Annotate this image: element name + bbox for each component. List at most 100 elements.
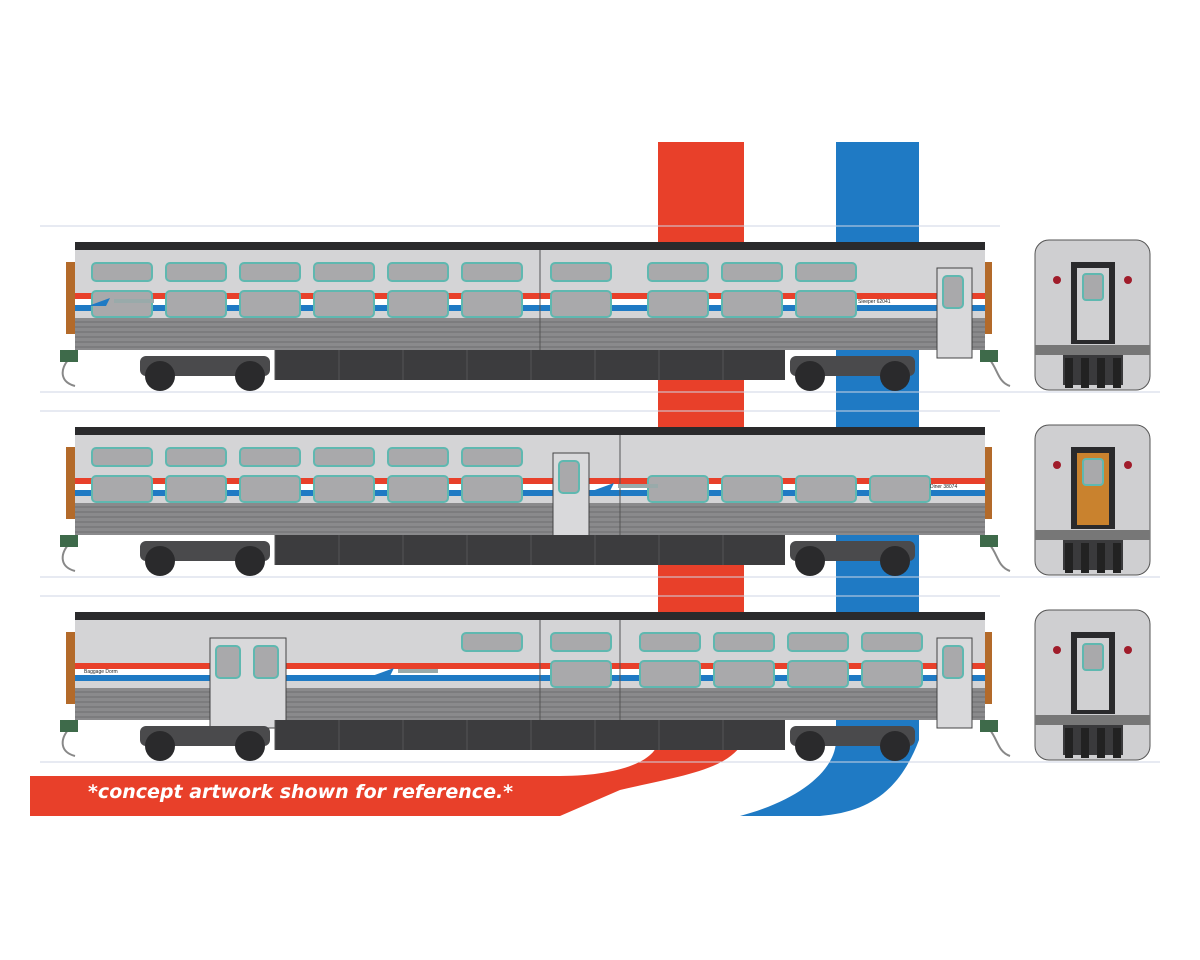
car-end-left xyxy=(66,262,75,334)
upper-window xyxy=(387,447,449,467)
end-skirt xyxy=(1035,715,1150,725)
lower-window xyxy=(91,290,153,318)
lower-skirt xyxy=(75,503,985,535)
upper-window xyxy=(313,262,375,282)
door-window xyxy=(215,645,241,679)
lower-window xyxy=(461,475,523,503)
car-end-right xyxy=(983,262,992,334)
disclaimer-text: *concept artwork shown for reference.* xyxy=(88,781,513,803)
end-view-baggage-dorm xyxy=(1034,609,1151,761)
upper-window xyxy=(239,262,301,282)
upper-window xyxy=(165,262,227,282)
red-stripe xyxy=(75,663,985,669)
upper-window xyxy=(91,262,153,282)
roof xyxy=(75,427,985,435)
end-light-left xyxy=(1053,646,1061,654)
car-name-label: Baggage Dorm xyxy=(84,669,118,675)
lower-window xyxy=(795,475,857,503)
coupler-left xyxy=(61,729,76,757)
upper-window xyxy=(787,632,849,652)
upper-window xyxy=(795,262,857,282)
red-stripe xyxy=(75,293,985,299)
lower-window xyxy=(313,290,375,318)
amtrak-wordmark xyxy=(618,484,658,488)
end-wheel xyxy=(1113,358,1121,388)
coupler-right xyxy=(989,729,1011,757)
lower-window xyxy=(647,290,709,318)
end-light-right xyxy=(1124,461,1132,469)
blue-stripe xyxy=(75,305,985,311)
end-light-right xyxy=(1124,276,1132,284)
end-wheel xyxy=(1065,728,1073,758)
end-view-diner xyxy=(1034,424,1151,576)
roof xyxy=(75,242,985,250)
end-wheel xyxy=(1097,358,1105,388)
wheel xyxy=(235,546,265,576)
step-right xyxy=(980,720,998,732)
coupler-right xyxy=(989,359,1011,387)
end-wheel xyxy=(1081,543,1089,573)
upper-window xyxy=(647,262,709,282)
upper-window xyxy=(91,447,153,467)
lower-window xyxy=(387,475,449,503)
lower-window xyxy=(639,660,701,688)
upper-window xyxy=(550,262,612,282)
white-stripe xyxy=(75,669,985,675)
car-end-right xyxy=(983,632,992,704)
coupler-left xyxy=(61,544,76,572)
lower-window xyxy=(721,475,783,503)
lower-window xyxy=(713,660,775,688)
lower-window xyxy=(787,660,849,688)
end-light-left xyxy=(1053,461,1061,469)
end-skirt xyxy=(1035,530,1150,540)
step-right xyxy=(980,350,998,362)
upper-window xyxy=(639,632,701,652)
lower-skirt xyxy=(75,318,985,350)
car-baggage-dorm: Baggage Dorm xyxy=(40,595,1160,763)
coupler-right xyxy=(989,544,1011,572)
lower-window xyxy=(91,475,153,503)
end-wheel xyxy=(1097,543,1105,573)
door-window xyxy=(942,645,964,679)
lower-window xyxy=(861,660,923,688)
lower-window xyxy=(550,660,612,688)
wheel xyxy=(880,546,910,576)
upper-window xyxy=(387,262,449,282)
lower-window xyxy=(550,290,612,318)
amtrak-wordmark xyxy=(398,669,438,673)
wheel xyxy=(235,361,265,391)
upper-window xyxy=(313,447,375,467)
blue-stripe xyxy=(75,675,985,681)
wheel xyxy=(235,731,265,761)
door-window xyxy=(942,275,964,309)
step-left xyxy=(60,720,78,732)
upper-window xyxy=(713,632,775,652)
red-stripe xyxy=(75,478,985,484)
door-window xyxy=(558,460,580,494)
end-wheel xyxy=(1113,728,1121,758)
undercarriage xyxy=(275,720,785,750)
end-wheel xyxy=(1081,358,1089,388)
lower-window xyxy=(387,290,449,318)
lower-window xyxy=(165,290,227,318)
car-name-label: Sleeper 62041 xyxy=(858,299,891,305)
white-stripe xyxy=(75,299,985,305)
car-sleeper: Sleeper 62041 xyxy=(40,225,1160,393)
end-door-window xyxy=(1082,643,1104,671)
amtrak-logo-icon xyxy=(88,298,110,306)
lower-window xyxy=(165,475,227,503)
coupler-left xyxy=(61,359,76,387)
undercarriage xyxy=(275,350,785,380)
end-door-window xyxy=(1082,273,1104,301)
step-left xyxy=(60,350,78,362)
wheel xyxy=(145,731,175,761)
car-end-left xyxy=(66,447,75,519)
door-window xyxy=(253,645,279,679)
roof xyxy=(75,612,985,620)
end-light-left xyxy=(1053,276,1061,284)
car-end-right xyxy=(983,447,992,519)
end-light-right xyxy=(1124,646,1132,654)
lower-window xyxy=(795,290,857,318)
lower-window xyxy=(239,290,301,318)
car-name-label: Diner 38074 xyxy=(930,484,957,490)
